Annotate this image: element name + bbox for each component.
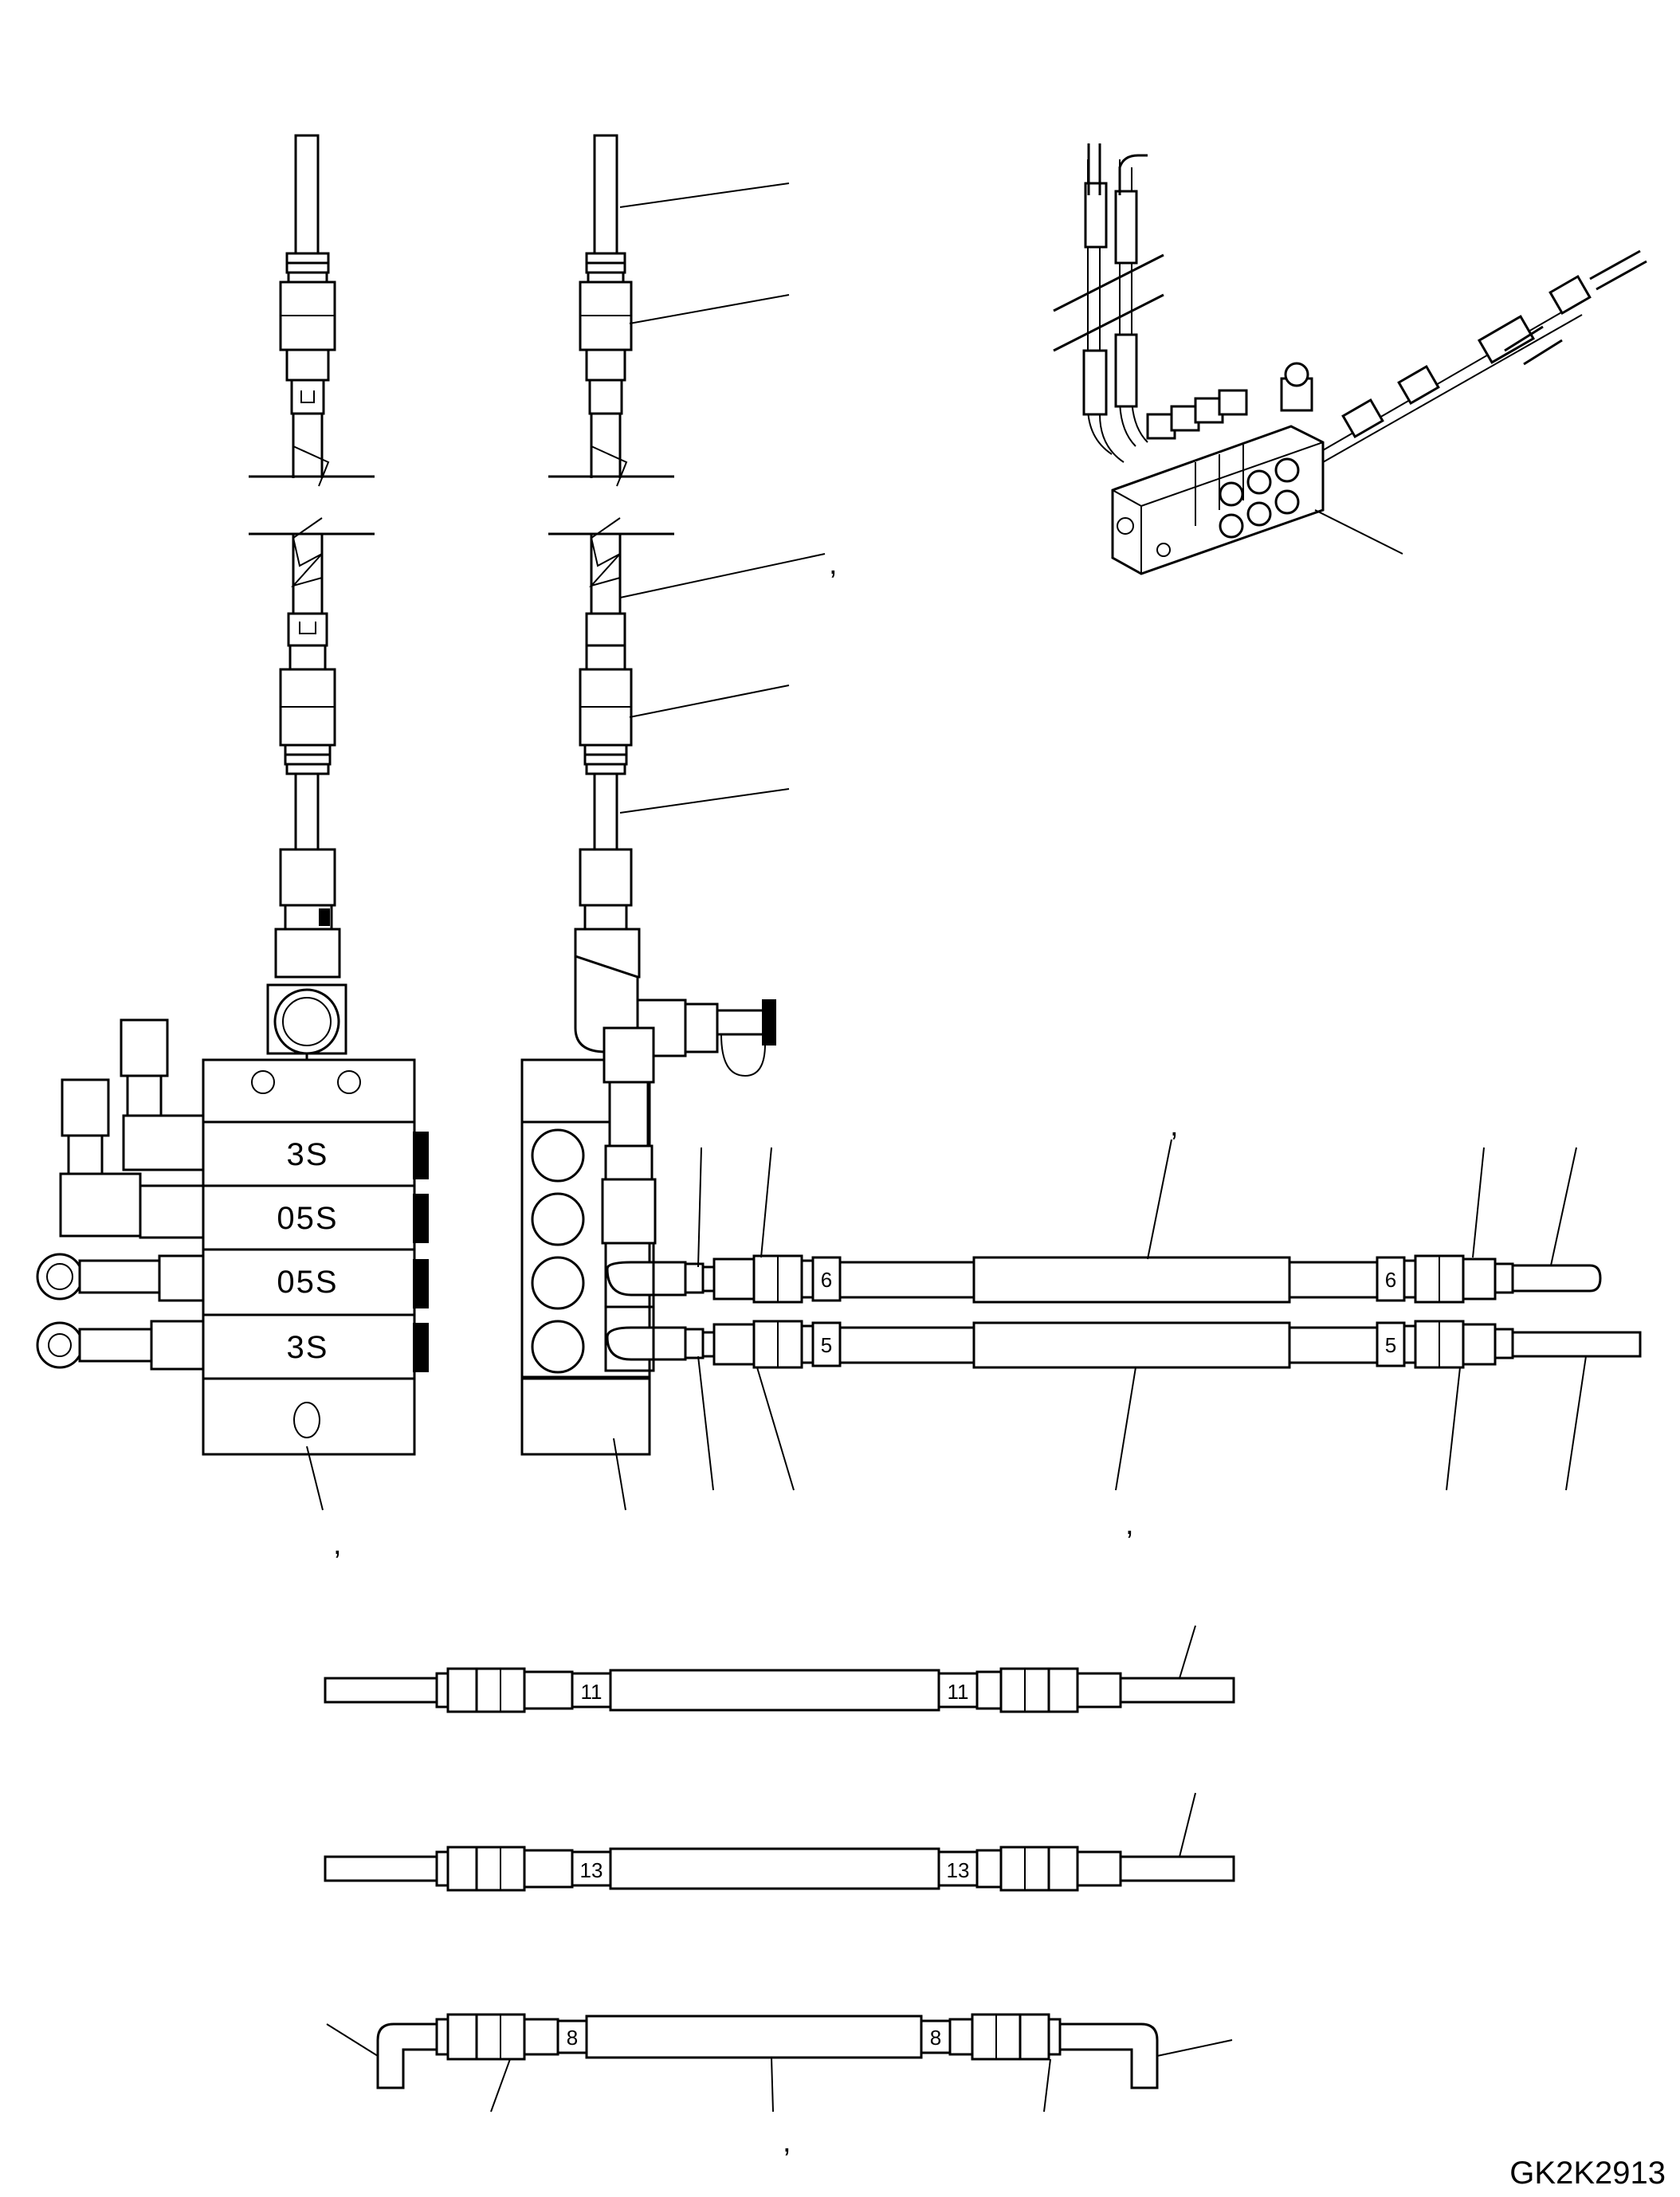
hose-6-braid bbox=[972, 1256, 1291, 1304]
hose-tag-13-left: 13 bbox=[580, 1858, 603, 1882]
hose-13: 13 13 bbox=[324, 1792, 1235, 1892]
block-label-4: 3S bbox=[287, 1330, 329, 1365]
hose-tag-11-right: 11 bbox=[948, 1680, 969, 1704]
block-label-1: 3S bbox=[287, 1137, 329, 1172]
isometric-view bbox=[1053, 143, 1647, 575]
hose-8: 8 8 , bbox=[326, 2013, 1233, 2159]
block-label-3: 05S bbox=[277, 1265, 338, 1300]
hose-pair-6-5: 6 6 5 5 bbox=[684, 1109, 1642, 1541]
side-view-assembly: , bbox=[520, 134, 838, 1511]
leader-comma-4: , bbox=[1125, 1508, 1134, 1541]
hose-tag-6-left: 6 bbox=[821, 1268, 832, 1292]
hose-tag-8-left: 8 bbox=[567, 2026, 578, 2050]
drawing-code: GK2K2913 bbox=[1509, 2156, 1666, 2191]
leader-comma-1: , bbox=[333, 1528, 342, 1561]
block-label-2: 05S bbox=[277, 1201, 338, 1236]
leader-comma-5: , bbox=[783, 2125, 791, 2159]
leader-comma-3: , bbox=[1170, 1109, 1179, 1143]
leader-comma-2: , bbox=[829, 547, 838, 581]
hose-tag-8-right: 8 bbox=[930, 2026, 941, 2050]
front-view-assembly: 3S 05S 05S 3S , bbox=[36, 134, 429, 1561]
hose-tag-5-right: 5 bbox=[1385, 1333, 1396, 1357]
hose-5-braid bbox=[972, 1321, 1291, 1369]
hose-tag-11-left: 11 bbox=[581, 1680, 603, 1704]
hose-tag-5-left: 5 bbox=[821, 1333, 832, 1357]
hose-tag-13-right: 13 bbox=[947, 1858, 970, 1882]
hose-11: 11 11 bbox=[324, 1625, 1235, 1713]
hose-tag-6-right: 6 bbox=[1385, 1268, 1396, 1292]
